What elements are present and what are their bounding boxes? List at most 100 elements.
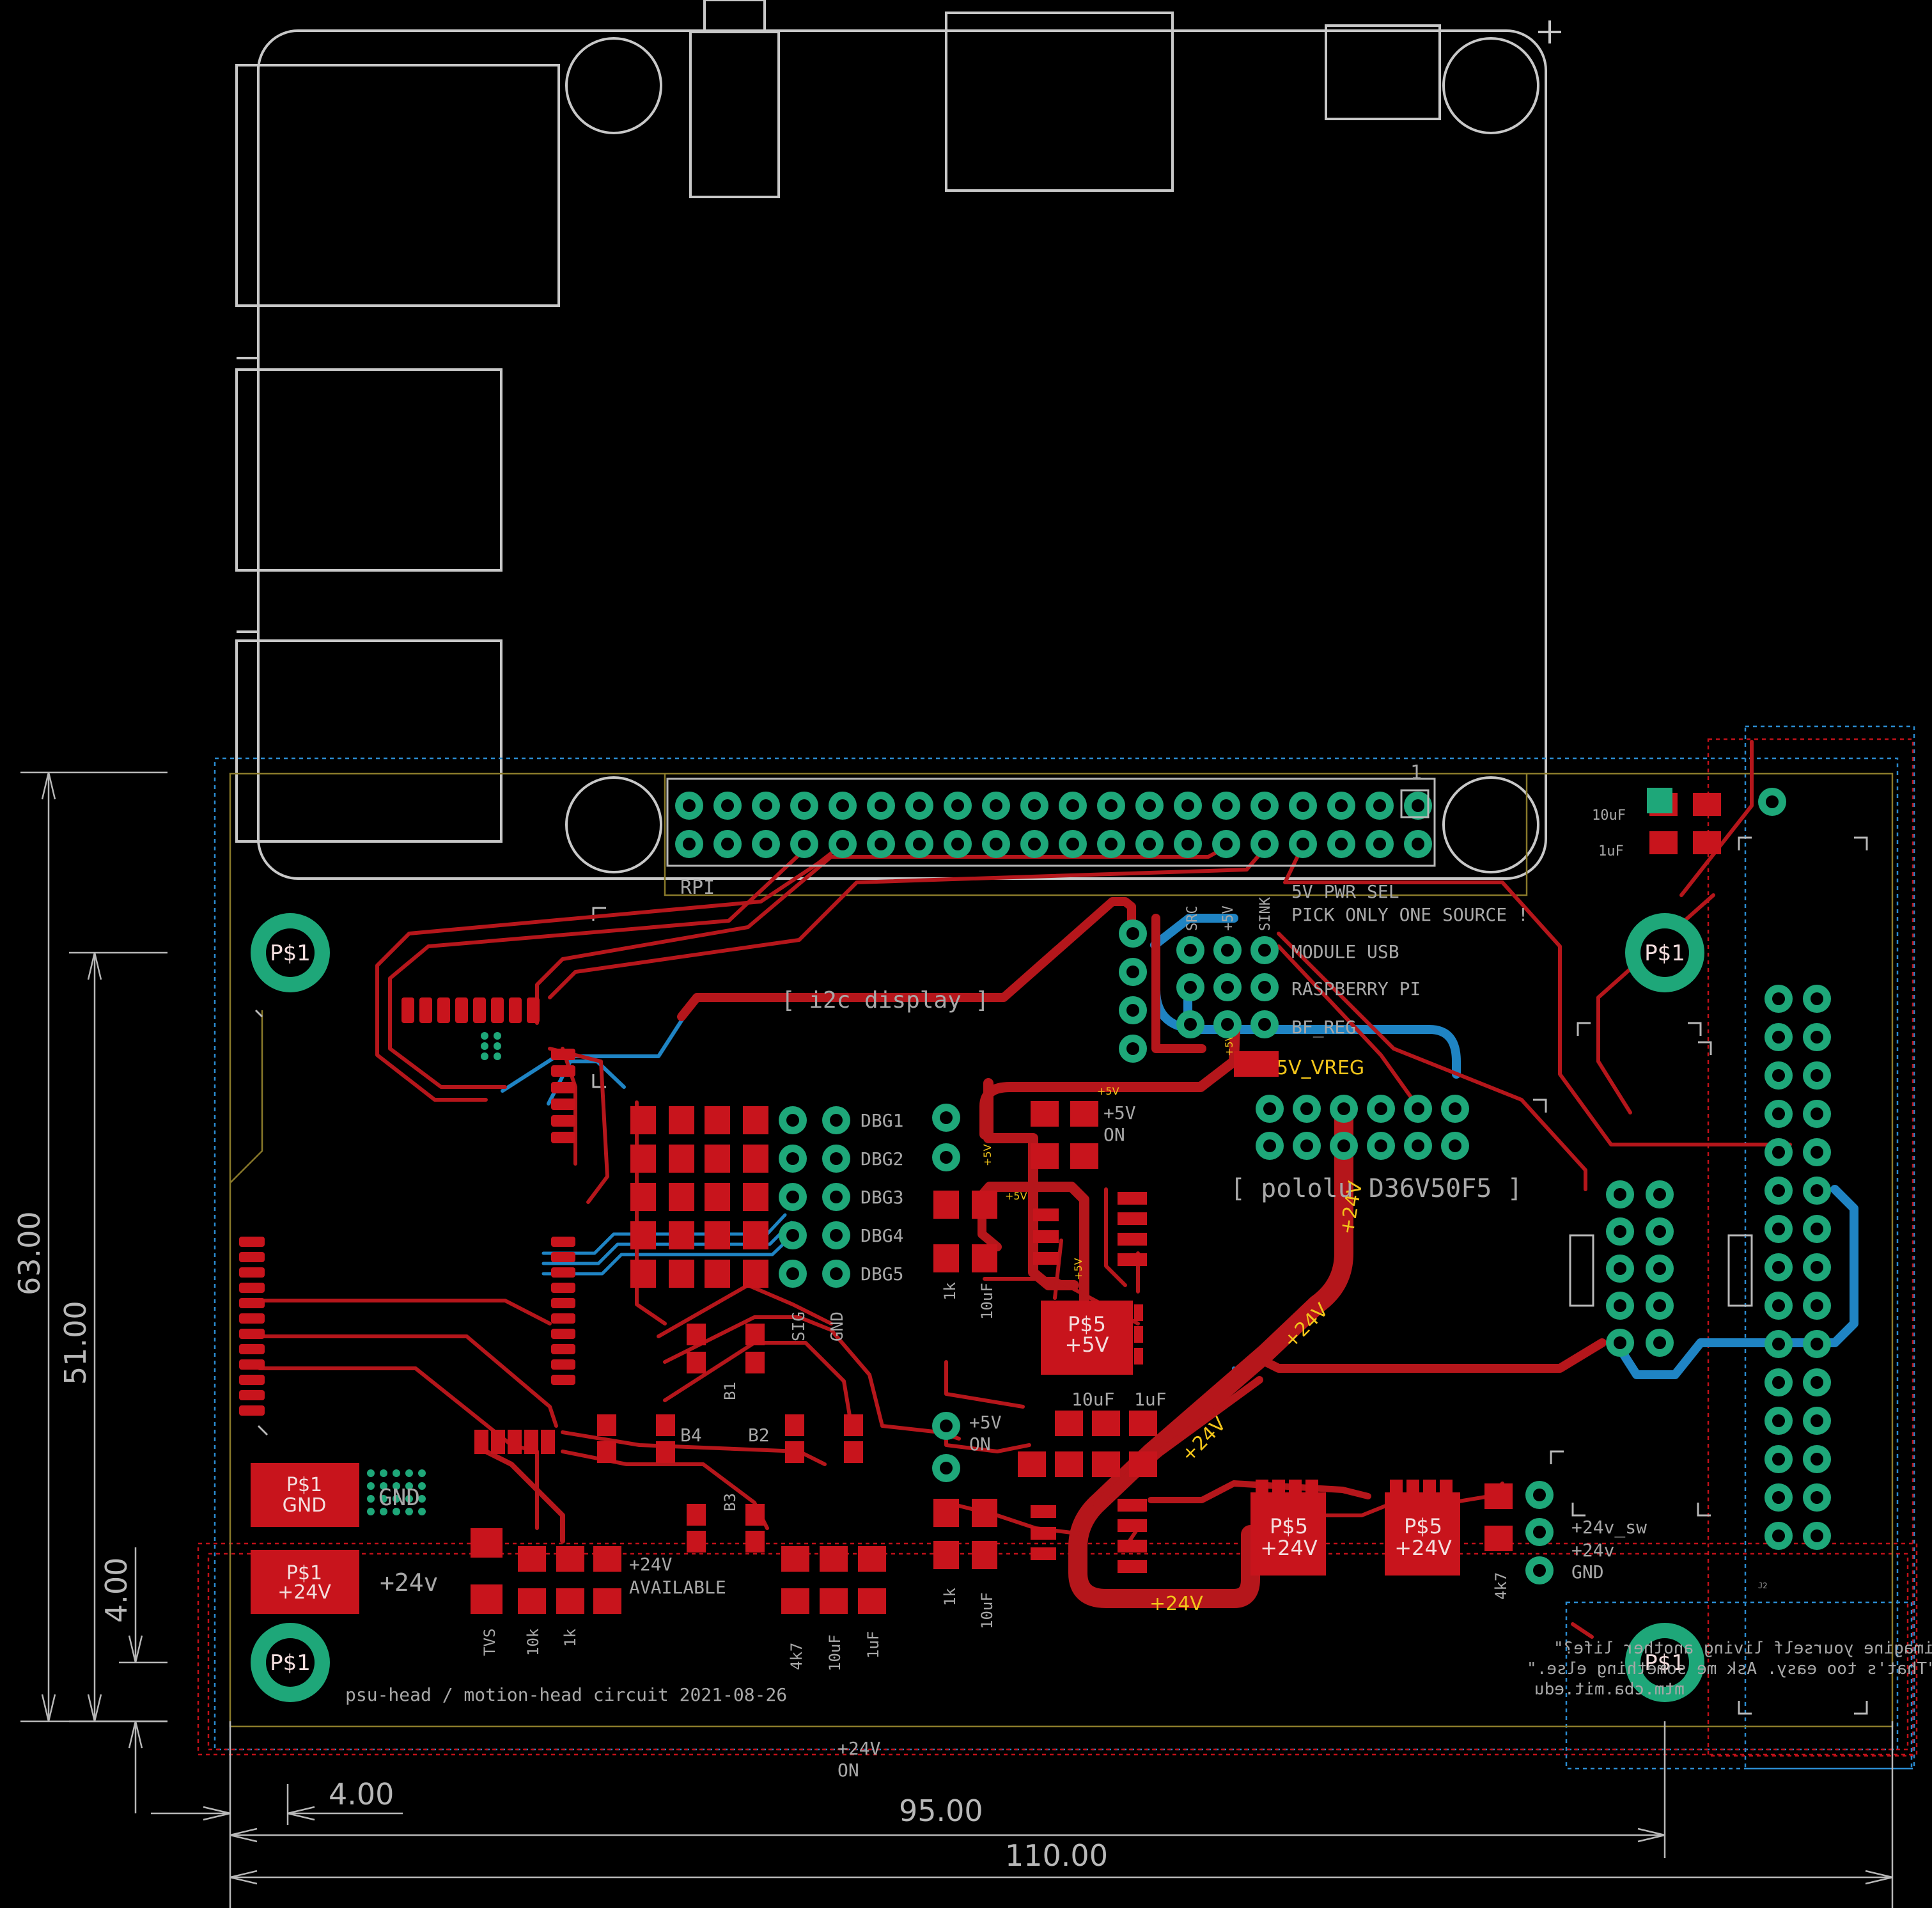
ps1-gnd-pad-1: P$1 [286, 1474, 322, 1496]
right-header-pin [1765, 1100, 1793, 1128]
pwrsel-pin [1213, 1010, 1242, 1038]
trace-label-5v-c: +5V [1097, 1085, 1119, 1097]
pololu-pin [1330, 1095, 1358, 1123]
mcu-side-pad [551, 1267, 575, 1278]
b4-label: B4 [680, 1425, 702, 1446]
svg-text:P$1: P$1 [270, 1650, 311, 1676]
header-pin [867, 792, 895, 820]
gnd-via [418, 1495, 426, 1503]
res-1k-top: 1k [941, 1282, 959, 1301]
sig-label: SIG [790, 1311, 809, 1341]
header-pin [713, 792, 742, 820]
dbg-res-pad [705, 1145, 730, 1173]
pololu-pin [1441, 1095, 1469, 1123]
dbg-res-pad [705, 1106, 730, 1134]
dbg-res-pad [743, 1260, 768, 1288]
right-side-connectors: J2 10uF 1uF [1569, 788, 1831, 1590]
header-pin [1327, 830, 1355, 858]
dbg-res-pad [705, 1221, 730, 1249]
svg-text:P$1: P$1 [1644, 1650, 1685, 1676]
header-pin [1212, 830, 1240, 858]
dbg-gnd-pin [822, 1106, 850, 1134]
mcu-side-pad [551, 1283, 575, 1293]
dbg-sig-pin [779, 1183, 807, 1211]
ps5-24v-a-1: P$5 [1270, 1514, 1308, 1538]
i2c-pad [509, 997, 522, 1023]
pwrsel-pin [1213, 936, 1242, 964]
pwrsel-pin [1176, 1010, 1204, 1038]
header-pin [1097, 792, 1125, 820]
dbg-led-pad [630, 1106, 656, 1134]
gnd-via [393, 1495, 400, 1503]
trace-label-5v-b: +5V [1005, 1190, 1027, 1202]
left-conn-pad [239, 1375, 265, 1385]
pwrsel-title: 5V PWR SEL [1291, 881, 1399, 902]
dbg-led-pad [630, 1260, 656, 1288]
i2c-side-pad [551, 1132, 575, 1143]
trace-label-24v-bottom: +24V [1149, 1593, 1203, 1615]
mid-conn-pin [1606, 1329, 1634, 1357]
dbg-sig-pin [779, 1145, 807, 1173]
raspberry-pi-outline [235, 0, 1561, 880]
gnd-via [418, 1508, 426, 1515]
dimension-lines: 63.00 51.00 4.00 4.00 95.00 110.00 [12, 771, 1894, 1908]
pwrsel-pin [1250, 1010, 1279, 1038]
trace-label-5v-e: +5V [1223, 1034, 1235, 1056]
pololu-pin [1367, 1132, 1395, 1160]
pololu-pin [1293, 1132, 1321, 1160]
cap-top-right-10uf: 10uF [1592, 808, 1626, 824]
gnd-via [418, 1469, 426, 1477]
header-pin [829, 792, 857, 820]
header-pin [1135, 830, 1164, 858]
cap-1uf-label: 1uF [1134, 1389, 1167, 1410]
dim-width-outer: 110.00 [1005, 1838, 1108, 1873]
plus24v-available-2: AVAILABLE [629, 1577, 726, 1598]
mcu-side-pad [551, 1313, 575, 1324]
dbg-led-pad [669, 1221, 694, 1249]
header-pin [944, 792, 972, 820]
via [481, 1032, 488, 1040]
right-header-pin [1765, 1445, 1793, 1473]
pololu-pin [1256, 1132, 1284, 1160]
dbg4-label: DBG4 [861, 1225, 903, 1246]
mid-conn-pin [1646, 1217, 1674, 1246]
left-conn-pad [239, 1390, 265, 1400]
header-pin [1020, 830, 1048, 858]
left-connectors [239, 1237, 265, 1416]
i2c-display-connector: [ i2c display ] [401, 919, 1147, 1385]
pwrsel-col-sink: SINK [1258, 896, 1274, 931]
header-pin [1059, 830, 1087, 858]
header-pin [1250, 792, 1279, 820]
header-pin [713, 830, 742, 858]
dim-height-small: 4.00 [99, 1558, 134, 1623]
left-conn-pad [239, 1359, 265, 1370]
dbg3-label: DBG3 [861, 1187, 903, 1208]
gnd-via [405, 1482, 413, 1490]
dim-width-small: 4.00 [329, 1777, 394, 1811]
left-conn-pad [239, 1252, 265, 1262]
ps5-24v-a-2: +24V [1260, 1536, 1318, 1560]
i2c-pad [401, 997, 414, 1023]
header-pin [1289, 830, 1317, 858]
plus24v-on-1: +24V [837, 1738, 881, 1759]
right-header-pin [1765, 1483, 1793, 1512]
mounting-holes: P$1 P$1 P$1 P$1 [251, 913, 1704, 1702]
right-header-pin [1803, 1100, 1831, 1128]
plus24v-outputs: P$5 +24V P$5 +24V 4k7 +24v_sw +24v GND [1250, 1480, 1647, 1600]
right-header-pin [1803, 1330, 1831, 1358]
mcu-side-pad [551, 1237, 575, 1247]
right-header-pin [1803, 1253, 1831, 1281]
mid-conn-pin [1606, 1292, 1634, 1320]
i2c-pad [455, 997, 468, 1023]
header-pin [867, 830, 895, 858]
header-pin [944, 830, 972, 858]
cap-10uf-bottom: 10uF [978, 1592, 996, 1629]
out-gnd: GND [1571, 1561, 1604, 1583]
mid-conn-pin [1606, 1255, 1634, 1283]
pololu-regulator: [ pololu D36V50F5 ] [1230, 1051, 1523, 1203]
gnd-text: GND [378, 1485, 420, 1511]
out-24v-sw: +24v_sw [1571, 1517, 1647, 1538]
right-header-pin [1765, 1407, 1793, 1435]
right-header-pin [1765, 1061, 1793, 1090]
right-header-pin [1803, 1061, 1831, 1090]
